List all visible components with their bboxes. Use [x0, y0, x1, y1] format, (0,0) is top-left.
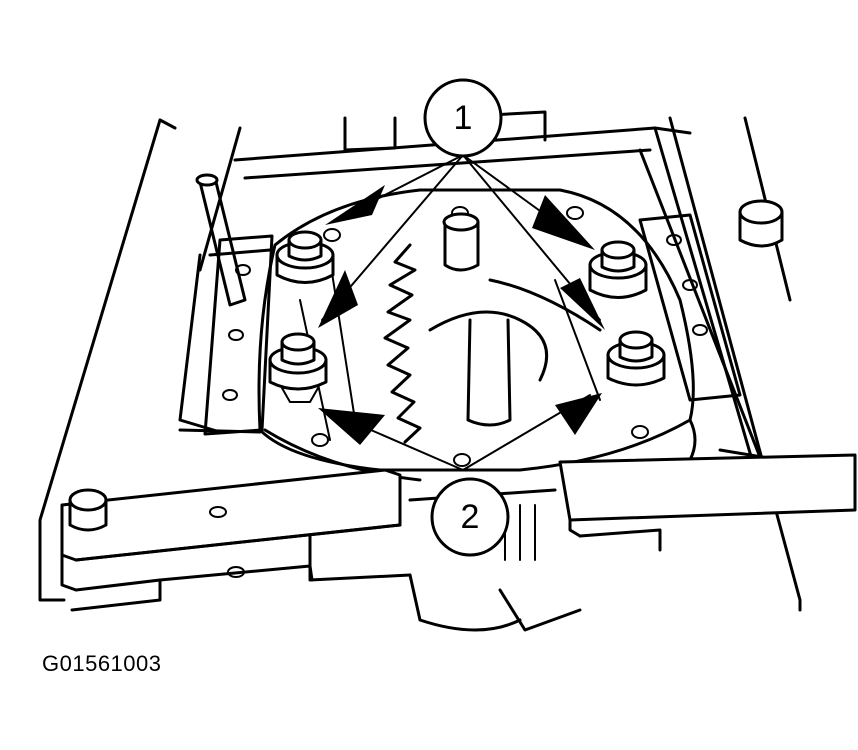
arrow-upper-right-bolt	[532, 195, 595, 250]
ring-gear-teeth	[383, 243, 422, 444]
arrow-bottom-right	[555, 393, 602, 435]
callout-2-label: 2	[461, 498, 480, 536]
figure-code: G01561003	[42, 651, 162, 676]
bearing-cap-bolts	[268, 230, 666, 403]
callout-1: 1	[423, 78, 503, 158]
pinion-shaft	[428, 212, 602, 427]
dowel-pin-left	[68, 488, 108, 532]
arrow-lower-left-bolt	[318, 270, 358, 328]
callout-2: 2	[430, 477, 510, 557]
bolt-upper-right	[588, 240, 648, 299]
bolt-lower-left	[268, 332, 328, 403]
standoff-top-right	[738, 199, 784, 248]
arrow-upper-left-bolt	[325, 185, 385, 225]
callout-1-label: 1	[454, 99, 473, 137]
callout-arrowheads	[318, 185, 605, 445]
arrow-lower-right-bolt	[560, 278, 605, 330]
right-bracket-plate	[638, 213, 742, 402]
bolt-lower-right	[606, 330, 666, 387]
arrow-bottom-left	[318, 408, 385, 445]
front-clamp-bars	[60, 453, 857, 632]
bolt-upper-left	[275, 230, 335, 284]
